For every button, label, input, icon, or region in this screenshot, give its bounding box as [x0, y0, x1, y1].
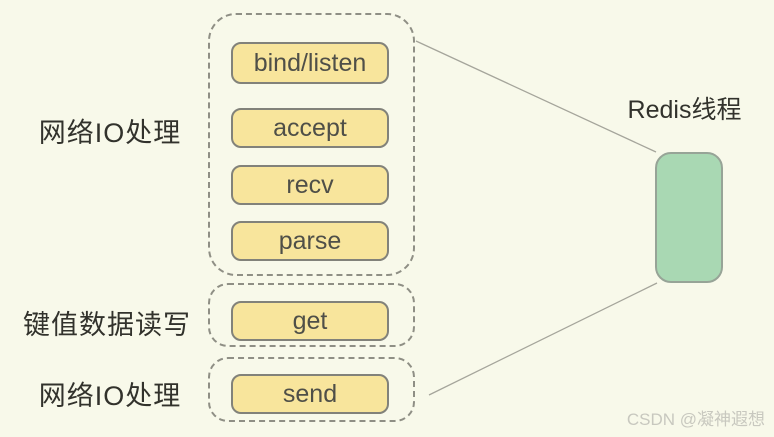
box-recv: recv	[231, 165, 389, 205]
connector-line-bottom	[428, 282, 658, 396]
box-bind-listen: bind/listen	[231, 42, 389, 84]
box-get: get	[231, 301, 389, 341]
box-parse: parse	[231, 221, 389, 261]
network-io-group-bottom: send	[208, 357, 415, 422]
watermark-text: CSDN @凝神遐想	[626, 410, 765, 429]
network-io-group-top: bind/listen accept recv parse	[208, 13, 415, 276]
box-send: send	[231, 374, 389, 414]
keyvalue-group: get	[208, 283, 415, 347]
label-network-io-bottom: 网络IO处理	[38, 381, 182, 411]
label-network-io-top: 网络IO处理	[38, 118, 182, 148]
redis-thread-rect	[655, 152, 723, 283]
box-accept: accept	[231, 108, 389, 148]
label-keyvalue-rw: 键值数据读写	[23, 310, 191, 340]
label-redis-thread: Redis线程	[627, 96, 742, 124]
